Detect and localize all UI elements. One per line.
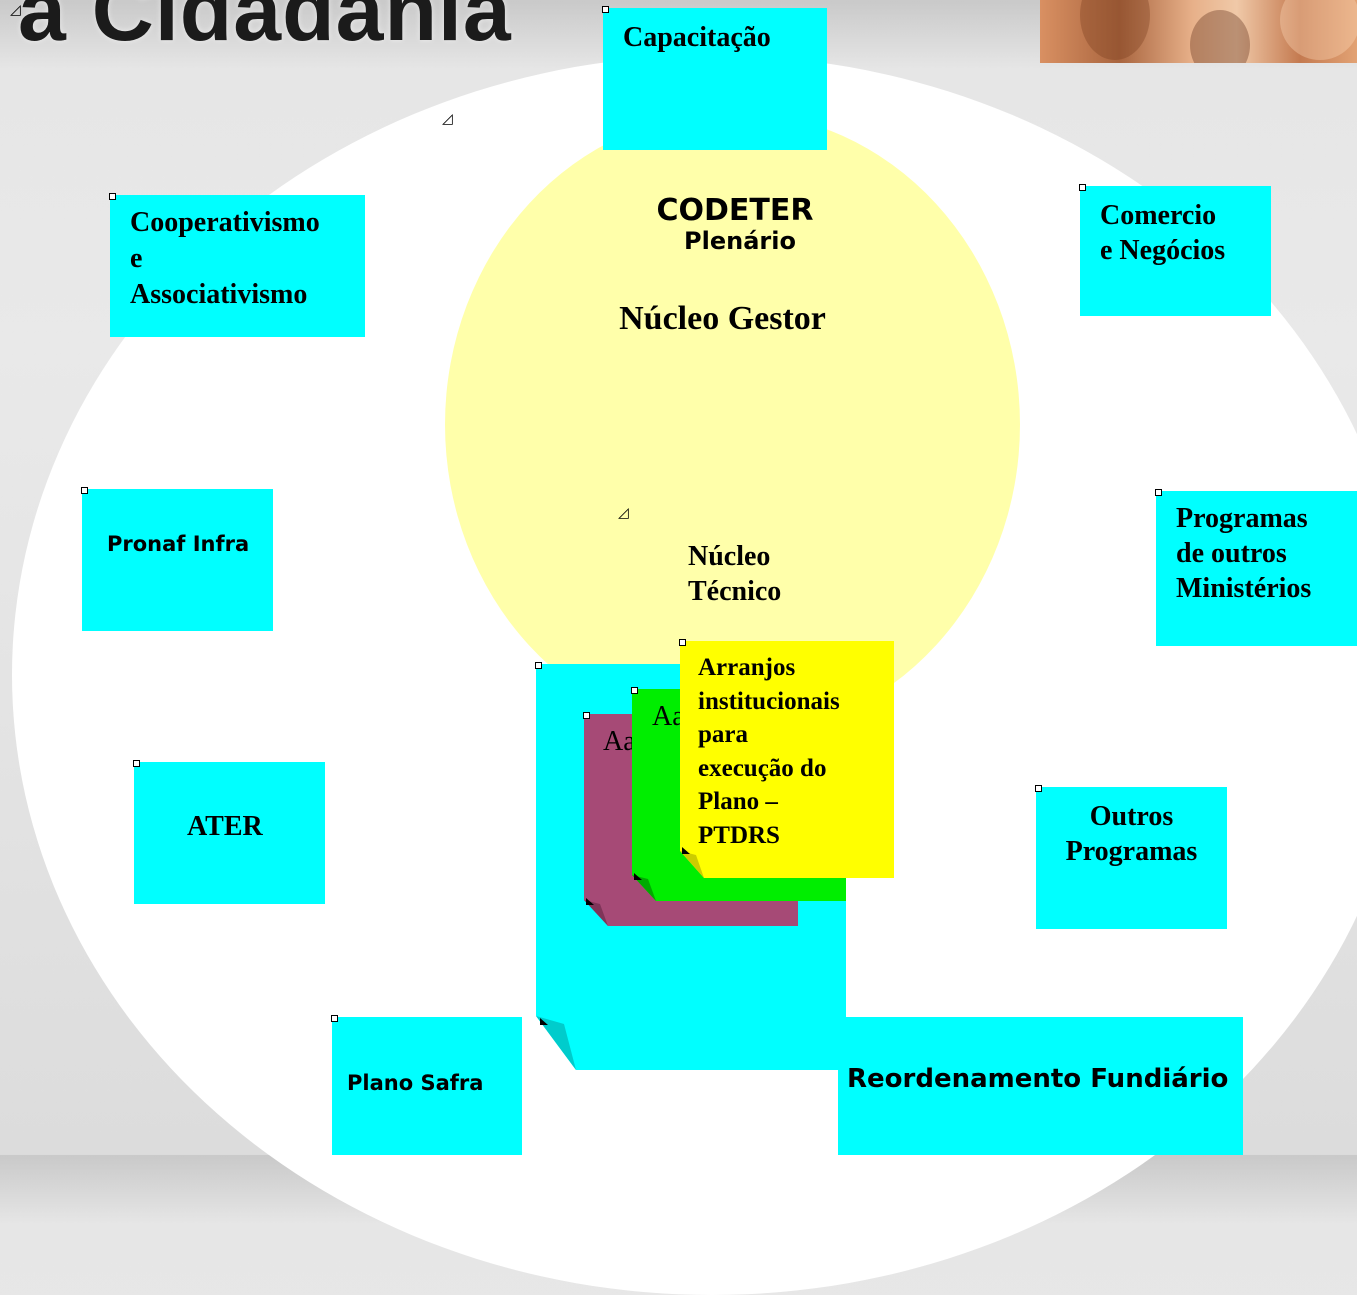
note-ater[interactable]: ATER <box>134 762 325 904</box>
note-reordenamento[interactable]: Reordenamento Fundiário <box>838 1017 1243 1155</box>
note-label: Programas de outros Ministérios <box>1176 501 1311 606</box>
note-comercio[interactable]: Comercio e Negócios <box>1080 186 1271 316</box>
nucleo-tecnico-label: Núcleo Técnico <box>688 539 781 609</box>
note-outros[interactable]: Outros Programas <box>1036 787 1227 929</box>
note-label: Pronaf Infra <box>107 532 250 556</box>
note-programas[interactable]: Programas de outros Ministérios <box>1156 491 1357 646</box>
note-label: Reordenamento Fundiário <box>847 1064 1229 1094</box>
note-placeholder: Aa <box>603 726 636 757</box>
note-handle-icon[interactable] <box>535 662 542 669</box>
note-plano-safra[interactable]: Plano Safra <box>332 1017 522 1155</box>
note-handle-icon[interactable] <box>81 487 88 494</box>
note-line: Comercio <box>1100 200 1217 231</box>
note-line: Programas <box>1176 503 1308 534</box>
note-label: Capacitação <box>623 22 771 53</box>
note-arranjos-label: Arranjos institucionais para execução do… <box>698 651 840 852</box>
note-label: Outros Programas <box>1036 799 1227 869</box>
note-handle-icon[interactable] <box>1155 489 1162 496</box>
note-handle-icon[interactable] <box>331 1015 338 1022</box>
nucleo-tecnico-line: Núcleo <box>688 541 771 572</box>
note-line: para <box>698 721 748 748</box>
note-label: Cooperativismo e Associativismo <box>130 205 320 313</box>
note-pronaf[interactable]: Pronaf Infra <box>82 489 273 631</box>
note-arranjos[interactable] <box>680 641 894 879</box>
nucleo-tecnico-line: Técnico <box>688 576 782 607</box>
note-handle-icon[interactable] <box>631 687 638 694</box>
note-line: Ministérios <box>1176 573 1312 604</box>
codeter-title: CODETER <box>656 193 814 228</box>
note-handle-icon[interactable] <box>133 760 140 767</box>
note-line: Cooperativismo <box>130 207 320 238</box>
note-line: Outros <box>1089 801 1174 832</box>
note-line: PTDRS <box>698 821 780 849</box>
note-handle-icon[interactable] <box>109 193 116 200</box>
note-line: Plano – <box>698 788 778 815</box>
note-line: execução do <box>698 754 827 782</box>
corner-marker-icon: ◿ <box>618 505 629 521</box>
curl-marker-icon <box>682 847 690 854</box>
note-label: Plano Safra <box>347 1071 484 1095</box>
codeter-circle <box>445 112 1020 737</box>
note-handle-icon[interactable] <box>679 639 686 646</box>
note-label: Comercio e Negócios <box>1100 198 1225 268</box>
corner-marker-icon: ◿ <box>10 2 21 18</box>
note-label: ATER <box>187 811 263 842</box>
note-line: de outros <box>1176 538 1287 569</box>
curl-marker-icon <box>540 1018 548 1025</box>
note-line: Programas <box>1065 836 1198 867</box>
note-line: e <box>130 243 143 274</box>
plenario-label: Plenário <box>684 227 796 255</box>
note-handle-icon[interactable] <box>1079 184 1086 191</box>
note-line: Arranjos <box>698 654 796 681</box>
corner-marker-icon: ◿ <box>442 111 453 127</box>
note-handle-icon[interactable] <box>583 712 590 719</box>
note-handle-icon[interactable] <box>602 6 609 13</box>
header-title-fragment: a Cidadania <box>18 0 512 59</box>
nucleo-gestor-label: Núcleo Gestor <box>619 300 826 337</box>
note-line: Associativismo <box>130 279 308 310</box>
note-cooperativismo[interactable]: Cooperativismo e Associativismo <box>110 195 365 337</box>
note-handle-icon[interactable] <box>1035 785 1042 792</box>
note-line: institucionais <box>698 687 840 715</box>
note-capacitacao[interactable]: Capacitação <box>603 8 827 150</box>
note-line: e Negócios <box>1100 235 1226 266</box>
curl-marker-icon <box>634 873 642 880</box>
header-photo <box>1040 0 1357 63</box>
curl-marker-icon <box>586 898 594 905</box>
note-placeholder: Aa <box>652 701 685 732</box>
